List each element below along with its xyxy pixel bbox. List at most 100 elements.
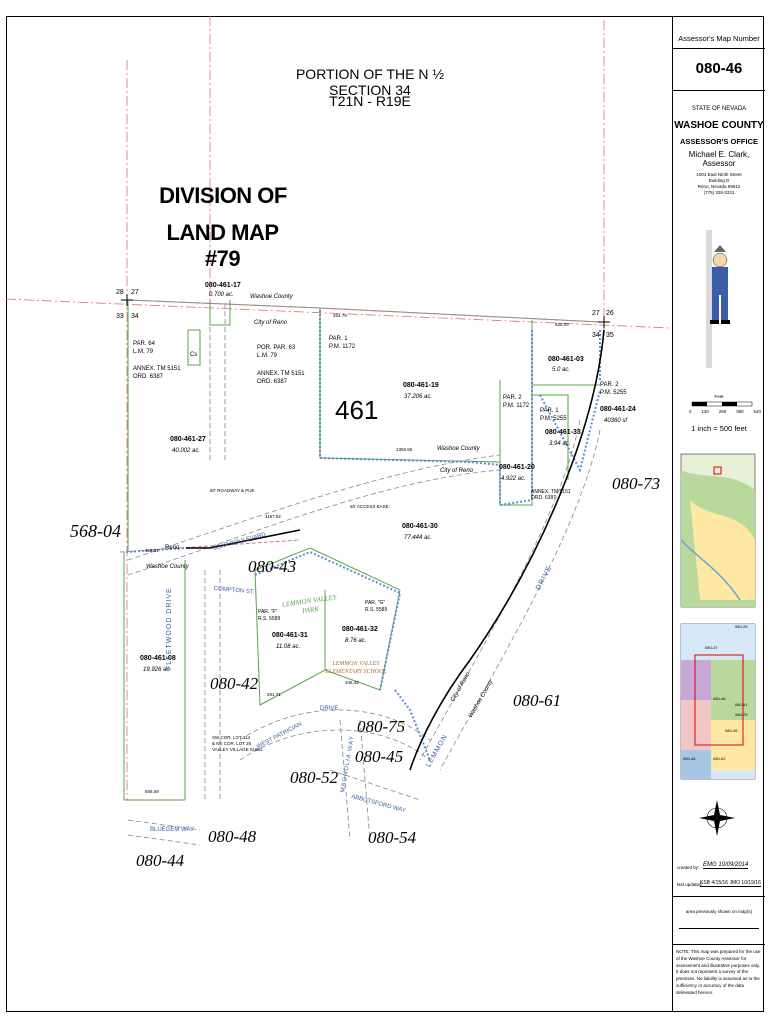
dimension-label: 454.79 <box>333 313 347 318</box>
section-corner-34b: 34 <box>592 332 600 339</box>
scale-feet-label: Feet <box>714 394 724 399</box>
parcel-area: 5.0 ac. <box>552 367 571 373</box>
detail-inset-map <box>680 623 756 780</box>
dimension-label: 291.71 <box>267 692 281 697</box>
assessor-logo <box>706 230 734 368</box>
created-by-label: created by: <box>677 865 700 870</box>
division-title-line2: LAND MAP #79 <box>166 220 279 271</box>
north-arrow-icon <box>699 800 735 836</box>
parcel-apn[interactable]: 080-461-03 <box>548 356 584 363</box>
adjacent-map-568-04[interactable]: 568-04 <box>70 521 121 541</box>
parcel-area: 3.94 ac. <box>549 441 571 447</box>
parcel-area: 37.206 ac. <box>404 394 433 400</box>
section-corner-33: 33 <box>116 313 124 320</box>
parcel-area: 0.700 ac. <box>209 292 234 298</box>
parcel-area: 4.922 ac. <box>501 476 526 482</box>
lemmon-drive-boundary <box>186 329 605 771</box>
parcel-area: 11.08 ac. <box>276 644 301 650</box>
parcel-apn[interactable]: 080-461-19 <box>403 382 439 389</box>
elementary-school-label: LEMMON VALLEY ELEMENTARY SCHOOL <box>325 661 387 675</box>
adjacent-map-080-43[interactable]: 080-43 <box>248 557 297 576</box>
parcel-area: 77.444 ac. <box>404 535 433 541</box>
street-patrician-drive[interactable]: DRIVE <box>320 706 339 712</box>
adjacent-map-080-61[interactable]: 080-61 <box>513 691 562 710</box>
section-corner-28: 28 <box>116 289 124 296</box>
street-fleetwood-drive[interactable]: FLEETWOOD DRIVE <box>166 587 173 670</box>
adjacent-map-080-44[interactable]: 080-44 <box>136 851 185 870</box>
inset-label: 080-52 <box>713 756 726 761</box>
roads <box>127 300 601 846</box>
parcel-apn[interactable]: 080-461-32 <box>342 626 378 633</box>
dimension-label: 629.03 <box>555 322 569 327</box>
section-corner-27b: 27 <box>592 310 600 317</box>
access-easement-label: 50' ACCESS EASE. <box>350 504 390 509</box>
parcel-area: 40360 sf <box>604 418 628 424</box>
cs-label: Cs <box>190 352 198 358</box>
address-line: Building D <box>708 178 730 183</box>
par-f-label: PAR. "F"R.S. 5589 <box>258 609 281 622</box>
map-number: 080-46 <box>695 60 743 77</box>
adjacent-map-080-54[interactable]: 080-54 <box>368 828 417 847</box>
inset-label: 080-75 <box>735 712 748 717</box>
city-limits <box>125 310 601 761</box>
adjacent-map-080-45[interactable]: 080-45 <box>355 747 404 766</box>
inset-label: 080-46 <box>713 696 726 701</box>
washoe-county-label: Washoe County <box>146 564 189 570</box>
assessor-name: Michael E. Clark, Assessor <box>688 150 750 168</box>
parcel-area: 19.926 ac. <box>143 667 172 673</box>
dimension-label: 346.42 <box>345 680 359 685</box>
section-corner-35: 35 <box>606 332 614 339</box>
parcel-area: 40.002 ac. <box>172 448 201 454</box>
roadway-easement-label: 60' ROADWAY & PUE <box>210 488 255 493</box>
last-updated-value: KSB 4/15/16 JMO 10/19/16 <box>700 880 761 887</box>
adjacent-map-080-48[interactable]: 080-48 <box>208 827 257 846</box>
adjacent-map-080-52[interactable]: 080-52 <box>290 768 339 787</box>
section-corner-markers <box>121 294 610 328</box>
created-by-value: EMG 10/09/2014 <box>703 862 749 869</box>
state-label: STATE OF NEVADA <box>691 106 747 112</box>
city-of-reno-label: City of Reno <box>254 320 288 326</box>
map-heading-line1: PORTION OF THE N ½ SECTION 34 <box>295 66 445 98</box>
parcel-apn[interactable]: 080-461-20 <box>499 464 535 471</box>
parcel-apn[interactable]: 080-461-17 <box>205 282 241 289</box>
parcel-apn[interactable]: 080-461-31 <box>272 632 308 639</box>
title-block: Assessor's Map Number 080-46 STATE OF NE… <box>672 16 765 1012</box>
area-previous-line <box>679 928 759 929</box>
disclaimer-note: NOTE: This map was prepared for the use … <box>676 949 761 995</box>
inset-label: 080-47 <box>705 645 718 650</box>
dimension-label: 459.31 <box>145 548 159 553</box>
dimension-label: 1356.55 <box>396 447 413 452</box>
washoe-county-label: Washoe County <box>250 294 293 300</box>
location-inset-map <box>680 453 756 608</box>
book-number: 461 <box>335 395 379 425</box>
street-bluegem-way[interactable]: BLUEGEM WAY <box>150 827 195 833</box>
parcel-apn[interactable]: 080-461-33 <box>545 429 581 436</box>
section-corner-34: 34 <box>131 313 139 320</box>
parcel-apn[interactable]: 080-461-24 <box>600 406 636 413</box>
reno-label: Reno <box>165 545 180 551</box>
parcel-apn[interactable]: 080-461-30 <box>402 523 438 530</box>
section-corner-26: 26 <box>606 310 614 317</box>
adjacent-map-080-73[interactable]: 080-73 <box>612 474 661 493</box>
adjacent-map-080-42[interactable]: 080-42 <box>210 674 259 693</box>
parcel-apn[interactable]: 080-461-27 <box>170 436 206 443</box>
section-lines <box>5 16 671 800</box>
address-line: Reno, Nevada 89512 <box>697 184 741 189</box>
adjacent-map-080-75[interactable]: 080-75 <box>357 717 406 736</box>
washoe-county-label: Washoe County <box>437 446 480 452</box>
parcel-apn[interactable]: 080-461-08 <box>140 655 176 662</box>
assessor-map-number-label: Assessor's Map Number <box>678 34 760 43</box>
parcel-area: 8.76 ac. <box>345 638 367 644</box>
scale-bar-graphic <box>691 401 753 407</box>
dimension-label: 1157.82 <box>265 514 281 519</box>
